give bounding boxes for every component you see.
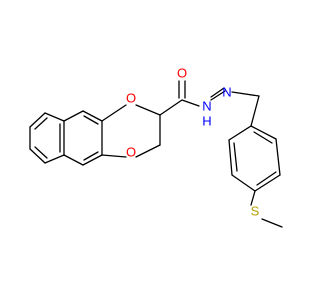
naphthalene-ring-left	[29, 112, 65, 164]
nitrogen-2-label: N	[222, 85, 231, 100]
nitrogen-1-label: N	[202, 99, 211, 114]
carbonyl-oxygen-label: O	[177, 66, 187, 81]
naphthalene-ring-middle	[63, 110, 103, 166]
hydrazide-hydrogen-label: H	[202, 114, 211, 129]
dioxine-ring	[101, 104, 161, 158]
ring-oxygen-bottom-label: O	[126, 145, 136, 160]
ring-oxygen-top-label: O	[126, 91, 136, 106]
hydrazide-linker	[159, 80, 260, 116]
molecule-structure-diagram: O O O N N H S	[29, 66, 283, 228]
phenyl-ring	[228, 95, 281, 192]
sulfur-label: S	[251, 204, 260, 219]
methylthio-group	[250, 190, 283, 228]
